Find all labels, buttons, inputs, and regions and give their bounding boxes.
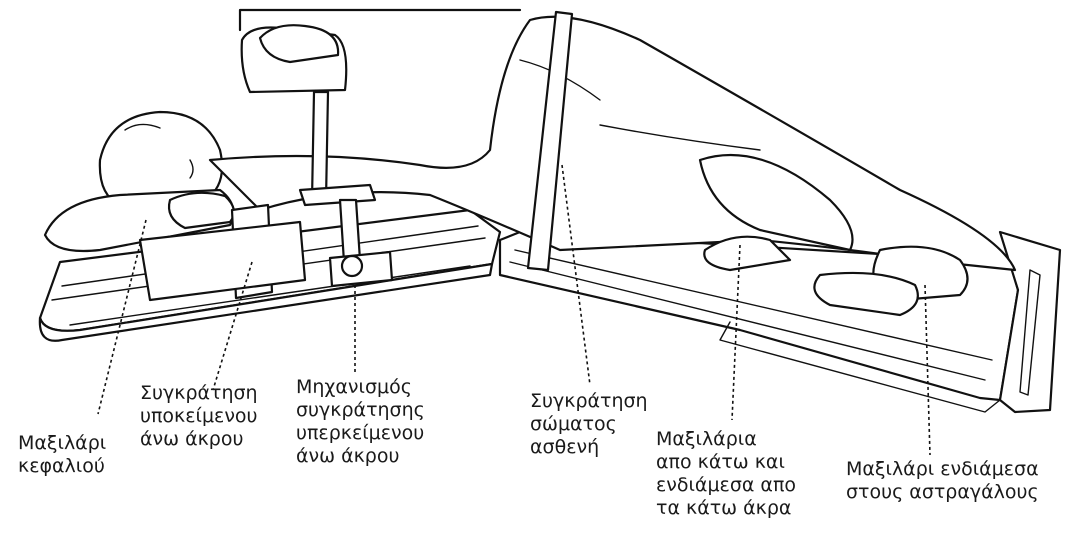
label-body-support: Συγκράτηση σώματος ασθενή [530, 390, 648, 459]
label-leg-pillows: Μαξιλάρια απο κάτω και ενδιάμεσα απο τα … [656, 428, 796, 520]
label-lower-arm-support: Συγκράτηση υποκείμενου άνω άκρου [140, 382, 258, 451]
label-ankle-pillow: Μαξιλάρι ενδιάμεσα στους αστραγάλους [846, 458, 1039, 504]
label-upper-arm-mechanism: Μηχανισμός συγκράτησης υπερκείμενου άνω … [296, 376, 425, 468]
label-head-pillow: Μαξιλάρι κεφαλιού [18, 432, 106, 478]
